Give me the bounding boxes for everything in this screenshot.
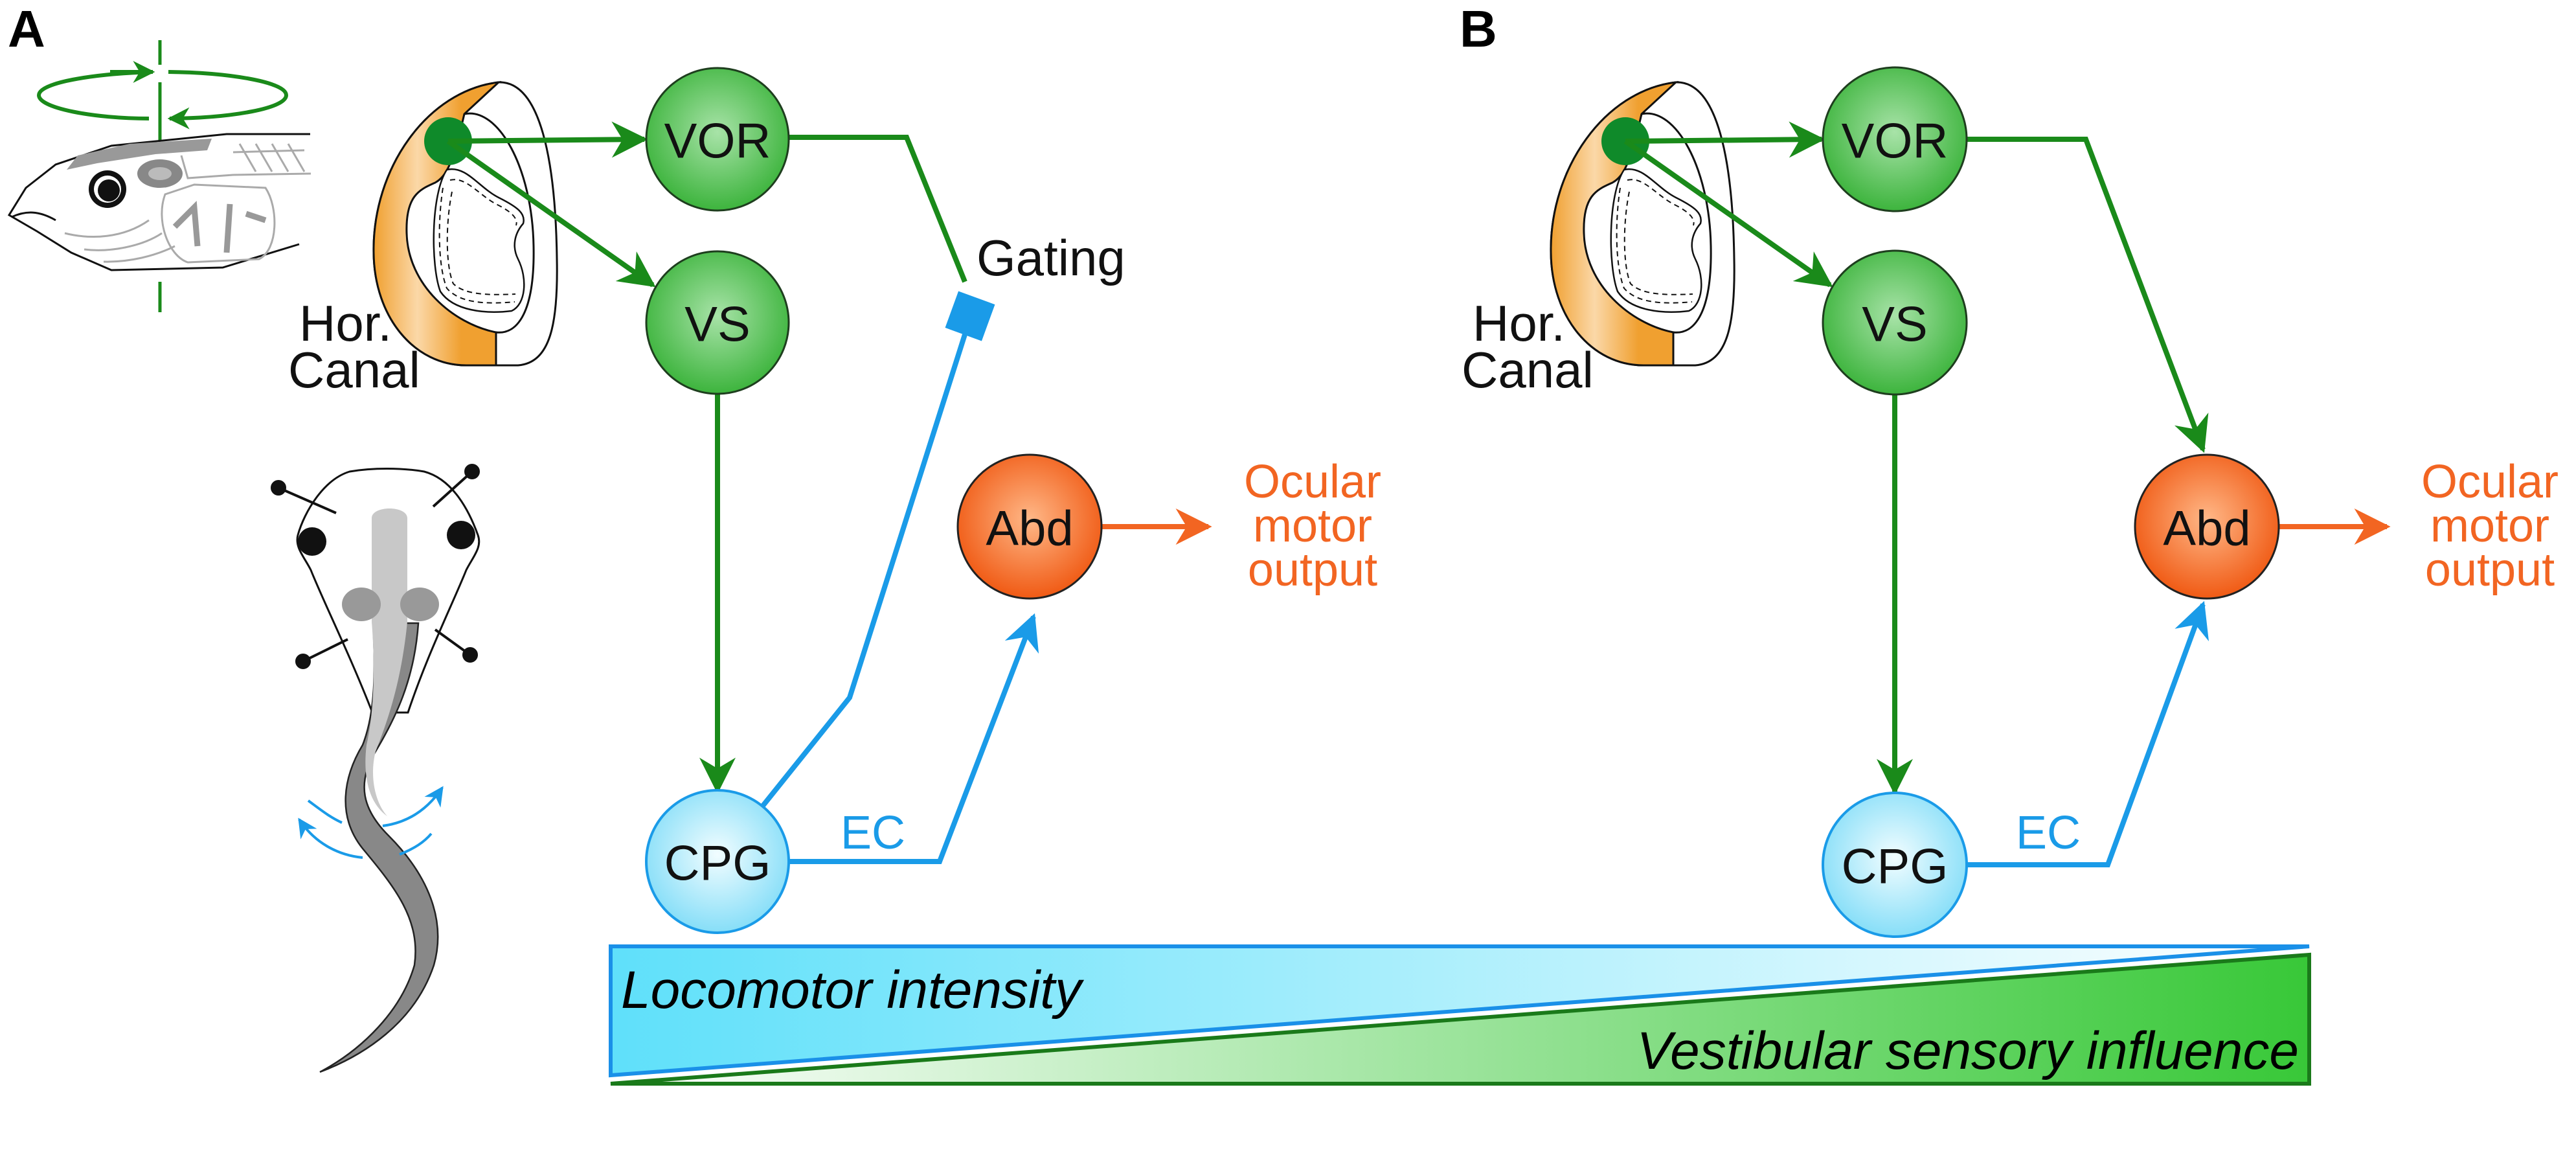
vestibular-influence-label: Vestibular sensory influence xyxy=(1636,1022,2299,1080)
canal-label-line1: Hor. xyxy=(1473,295,1565,352)
cpg-to-abd-efference-copy-arrow xyxy=(1967,600,2209,867)
node-label: Abd xyxy=(986,501,1073,556)
gating-synapse xyxy=(945,291,995,341)
node-abd: Abd xyxy=(956,453,1103,600)
node-vs: VS xyxy=(645,250,790,395)
panel-label-b: B xyxy=(1460,0,1497,58)
tadpole-head-side-view xyxy=(7,133,311,271)
output-label-line1: Ocular xyxy=(1244,456,1381,508)
panel-b: B Hor. Canal EC VOR VS CPG Abd Ocular mo… xyxy=(1460,0,2559,938)
node-label: Abd xyxy=(2163,501,2250,556)
node-label: VS xyxy=(1862,297,1927,352)
output-label-line3: output xyxy=(1248,544,1377,596)
canal-to-vor-arrow xyxy=(1625,121,1825,158)
output-label-line3: output xyxy=(2425,544,2555,596)
swim-arrows-icon xyxy=(298,786,444,859)
node-label: CPG xyxy=(664,836,771,891)
canal-label-line2: Canal xyxy=(1462,341,1594,398)
node-label: VS xyxy=(684,297,750,352)
canal-to-vs-arrow xyxy=(446,139,656,288)
node-vor: VOR xyxy=(645,67,790,212)
gradient-bar: Locomotor intensity Vestibular sensory i… xyxy=(609,944,2311,1086)
canal-label-line2: Canal xyxy=(288,341,420,398)
panel-a: A xyxy=(7,0,1381,1073)
canal-to-vor-arrow xyxy=(447,121,648,158)
vor-to-abd-arrow xyxy=(1967,137,2209,453)
locomotor-intensity-label: Locomotor intensity xyxy=(621,961,1085,1020)
output-label-line2: motor xyxy=(2430,500,2549,552)
locomotor-intensity-wedge xyxy=(609,944,2310,1078)
vestibular-influence-wedge xyxy=(610,952,2311,1086)
canal-to-vs-arrow xyxy=(1623,139,1833,288)
vor-to-gating-line xyxy=(789,135,967,283)
node-label: VOR xyxy=(664,114,771,169)
ec-label: EC xyxy=(841,807,905,859)
ec-label: EC xyxy=(2016,807,2081,859)
horizontal-rotation-arrows-icon xyxy=(36,40,289,312)
node-label: CPG xyxy=(1842,839,1949,895)
cpg-to-gating-line xyxy=(760,329,969,808)
node-vs: VS xyxy=(1822,249,1968,396)
tadpole-top-view-swimming xyxy=(271,464,480,1073)
cpg-to-abd-efference-copy-arrow xyxy=(789,613,1039,864)
horizontal-canal-b xyxy=(1550,81,1735,367)
node-label: VOR xyxy=(1842,114,1949,169)
panel-label-a: A xyxy=(8,0,45,58)
output-label-line2: motor xyxy=(1253,500,1372,552)
output-label-line1: Ocular xyxy=(2421,456,2559,508)
canal-label-line1: Hor. xyxy=(299,295,392,352)
gating-label: Gating xyxy=(977,229,1125,286)
node-cpg: CPG xyxy=(1822,792,1968,938)
node-cpg: CPG xyxy=(645,789,790,934)
horizontal-canal-a xyxy=(372,81,558,367)
node-abd: Abd xyxy=(2134,453,2280,600)
node-vor: VOR xyxy=(1822,66,1968,212)
